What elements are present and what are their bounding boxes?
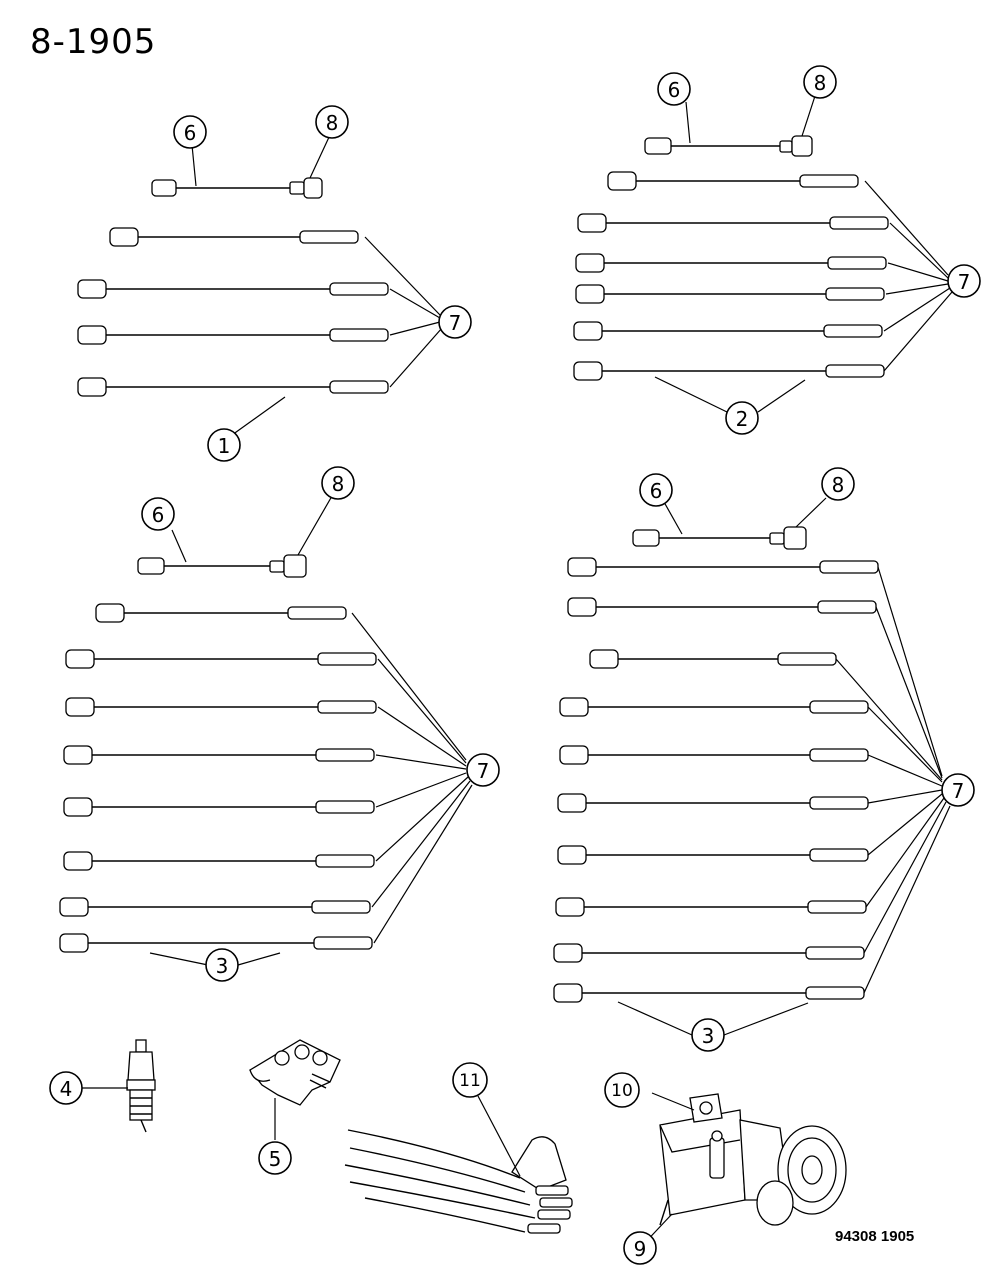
- wire-set-3-left: [59, 495, 473, 966]
- ignition-wire[interactable]: [65, 649, 377, 669]
- callout-8-label: 8: [326, 111, 339, 135]
- wire-set-1: [77, 134, 443, 436]
- page-title: 8-1905: [30, 22, 157, 62]
- ignition-wire[interactable]: [553, 983, 865, 1003]
- callout-8: 8: [321, 466, 355, 500]
- callout-2: 2: [725, 401, 759, 435]
- ignition-wire[interactable]: [59, 933, 373, 953]
- callout-6-label: 6: [152, 503, 165, 527]
- callout-10: 10: [604, 1072, 640, 1108]
- callout-3: 3: [205, 948, 239, 982]
- callout-1-label: 1: [218, 434, 231, 458]
- callout-6: 6: [141, 497, 175, 531]
- ignition-wire[interactable]: [607, 171, 859, 191]
- wire-separator[interactable]: [249, 1039, 341, 1140]
- callout-7: 7: [941, 773, 975, 807]
- ignition-wire[interactable]: [63, 851, 375, 871]
- ignition-wire[interactable]: [589, 649, 837, 669]
- ignition-wire[interactable]: [77, 279, 389, 299]
- callout-6-label: 6: [650, 479, 663, 503]
- callout-6: 6: [173, 115, 207, 149]
- callout-9-label: 9: [634, 1237, 647, 1261]
- callout-7: 7: [438, 305, 472, 339]
- ignition-wire[interactable]: [95, 603, 347, 623]
- callout-5-label: 5: [269, 1147, 282, 1171]
- figure-code: 94308 1905: [835, 1228, 915, 1245]
- ignition-wire[interactable]: [553, 943, 865, 963]
- ignition-wire[interactable]: [557, 793, 869, 813]
- callout-8-label: 8: [832, 473, 845, 497]
- ignition-wire[interactable]: [567, 557, 879, 577]
- ignition-wire[interactable]: [555, 897, 867, 917]
- callout-3-label: 3: [216, 954, 229, 978]
- ignition-wire[interactable]: [63, 745, 375, 765]
- ignition-wire[interactable]: [65, 697, 377, 717]
- ignition-wire[interactable]: [557, 845, 869, 865]
- ignition-coil[interactable]: [659, 1109, 847, 1226]
- ignition-wire[interactable]: [567, 597, 877, 617]
- callout-7: 7: [947, 264, 981, 298]
- callout-10-label: 10: [611, 1081, 633, 1101]
- callout-6: 6: [657, 72, 691, 106]
- ignition-wire[interactable]: [77, 377, 389, 397]
- ignition-wire[interactable]: [109, 227, 359, 247]
- callout-8: 8: [315, 105, 349, 139]
- callout-8: 8: [803, 65, 837, 99]
- coil-wire[interactable]: [644, 135, 813, 157]
- callout-8-label: 8: [332, 472, 345, 496]
- callout-3-label: 3: [702, 1024, 715, 1048]
- callout-1: 1: [207, 428, 241, 462]
- callout-7-label: 7: [477, 759, 490, 783]
- wire-bundle[interactable]: [344, 1095, 573, 1234]
- callout-8: 8: [821, 467, 855, 501]
- callout-4-label: 4: [60, 1077, 73, 1101]
- callout-7: 7: [466, 753, 500, 787]
- callout-7-label: 7: [449, 311, 462, 335]
- ignition-wire[interactable]: [77, 325, 389, 345]
- ignition-wire[interactable]: [63, 797, 375, 817]
- wire-set-3-right: [553, 497, 951, 1036]
- wire-set-2: [573, 95, 953, 413]
- callout-3: 3: [691, 1018, 725, 1052]
- spark-plug[interactable]: [82, 1039, 156, 1133]
- callout-6-label: 6: [668, 78, 681, 102]
- callout-5: 5: [258, 1141, 292, 1175]
- coil-wire[interactable]: [137, 554, 307, 578]
- coil-wire[interactable]: [632, 526, 807, 550]
- ignition-wire[interactable]: [573, 361, 885, 381]
- callout-9: 9: [623, 1231, 657, 1265]
- ignition-wire[interactable]: [575, 284, 885, 304]
- ignition-wire[interactable]: [59, 897, 371, 917]
- callout-7-label: 7: [958, 270, 971, 294]
- callout-8-label: 8: [814, 71, 827, 95]
- ignition-wire[interactable]: [559, 697, 869, 717]
- ignition-wire[interactable]: [577, 213, 889, 233]
- callout-4: 4: [49, 1071, 83, 1105]
- callout-11: 11: [452, 1062, 488, 1098]
- callout-6-label: 6: [184, 121, 197, 145]
- ignition-wire[interactable]: [559, 745, 869, 765]
- ignition-wire[interactable]: [573, 321, 883, 341]
- coil-bracket[interactable]: [651, 1092, 723, 1123]
- callout-6: 6: [639, 473, 673, 507]
- callout-11-label: 11: [459, 1071, 481, 1091]
- coil-wire[interactable]: [151, 177, 323, 199]
- callout-7-label: 7: [952, 779, 965, 803]
- callout-2-label: 2: [736, 407, 749, 431]
- ignition-wire[interactable]: [575, 253, 887, 273]
